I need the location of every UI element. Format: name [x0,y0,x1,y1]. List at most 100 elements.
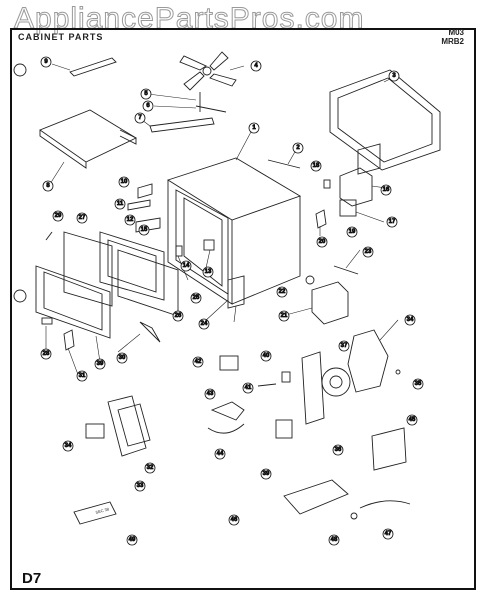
part-11-hinge [127,199,151,211]
callout-44: 44 [214,448,226,460]
callout-markers: 9 4 5 6 7 3 1 2 8 18 16 17 19 10 11 12 1… [40,56,424,546]
callout-5: 5 [140,88,152,100]
part-49-label-plate [73,501,117,525]
part-43-connector [210,401,245,421]
svg-text:18: 18 [313,163,320,169]
part-1-cabinet [166,157,302,305]
part-28-clip [41,317,53,325]
callout-42: 42 [192,356,204,368]
callout-34-duct: 34 [404,314,416,326]
part-18-fuse [323,179,331,189]
callout-11: 11 [114,198,126,210]
callout-23: 23 [362,246,374,258]
callout-3: 3 [388,70,400,82]
svg-text:44: 44 [217,451,224,457]
part-3-back-panel [329,69,441,171]
part-8-control-board [39,109,137,163]
callout-41: 41 [242,382,254,394]
part-38-outer-door [35,265,111,339]
part-7-bracket [149,117,215,133]
callout-34: 34 [62,440,74,452]
part-12-latch [135,217,161,233]
callout-32: 32 [144,462,156,474]
callout-28: 28 [40,348,52,360]
svg-text:39: 39 [263,471,270,477]
svg-text:46: 46 [231,517,238,523]
part-46-base-plate [283,479,349,515]
part-13-lamp [203,239,215,251]
part-34-label [85,423,105,439]
part-37-fan-blade [321,367,351,397]
callout-19: 19 [346,226,358,238]
svg-text:42: 42 [195,359,202,365]
part-19-capacitor [339,199,357,217]
callout-1: 1 [248,122,260,134]
svg-text:16: 16 [383,187,390,193]
part-42-bracket [219,355,239,371]
part-32-panel-trim [117,403,151,447]
part-24-switch [227,275,245,309]
svg-text:39: 39 [97,361,104,367]
svg-text:41: 41 [245,385,252,391]
part-20-switch [315,209,327,229]
svg-text:33: 33 [137,483,144,489]
callout-40: 40 [260,350,272,362]
svg-text:13: 13 [205,269,212,275]
callout-7: 7 [134,112,146,124]
svg-text:23: 23 [365,249,372,255]
header-title: CABINET PARTS [18,32,104,42]
binder-hole-middle [13,289,27,303]
part-23-strip [333,265,359,275]
svg-text:37: 37 [341,343,348,349]
part-6-pulley [195,105,227,113]
header-model-line2: MRB2 [441,37,464,46]
part-49-label-text: SEC 38 [95,506,110,515]
callout-33: 33 [134,480,146,492]
callout-30: 30 [116,352,128,364]
part-10-clip [137,183,153,199]
callout-10: 10 [118,176,130,188]
callout-25: 25 [190,292,202,304]
callout-35: 35 [412,378,424,390]
callout-13: 13 [202,266,214,278]
callout-43: 43 [204,388,216,400]
svg-text:9: 9 [44,59,48,65]
callout-17: 17 [386,216,398,228]
svg-text:47: 47 [385,531,392,537]
svg-text:3: 3 [392,73,396,79]
svg-text:12: 12 [127,217,134,223]
part-14-pin [175,245,183,257]
svg-text:20: 20 [319,239,326,245]
svg-text:15: 15 [141,227,148,233]
svg-text:24: 24 [201,321,208,327]
part-25-door-panel [99,231,165,301]
callout-21: 21 [278,310,290,322]
part-41-screw [257,383,277,387]
header-model-line1: M03 [448,28,464,37]
svg-text:21: 21 [281,313,288,319]
part-47-wire [359,500,411,509]
callout-26: 26 [172,310,184,322]
callout-16: 16 [380,184,392,196]
part-40-clip [281,371,291,383]
callout-29: 29 [52,210,64,222]
svg-text:7: 7 [138,115,142,121]
svg-text:2: 2 [296,145,300,151]
header-model: M03 MRB2 [441,28,464,46]
part-17-capacitor-bracket [339,167,373,207]
part-27-door-frame [63,231,113,307]
svg-text:11: 11 [117,201,124,207]
svg-text:26: 26 [175,313,182,319]
svg-text:6: 6 [146,103,150,109]
svg-text:40: 40 [263,353,270,359]
callout-4: 4 [250,60,262,72]
callout-18: 18 [310,160,322,172]
callout-47: 47 [382,528,394,540]
callout-12: 12 [124,214,136,226]
callout-14: 14 [180,260,192,272]
page-code: D7 [22,570,42,587]
callout-27: 27 [76,212,88,224]
part-39-thermostat [275,419,293,439]
callout-39: 39 [260,468,272,480]
